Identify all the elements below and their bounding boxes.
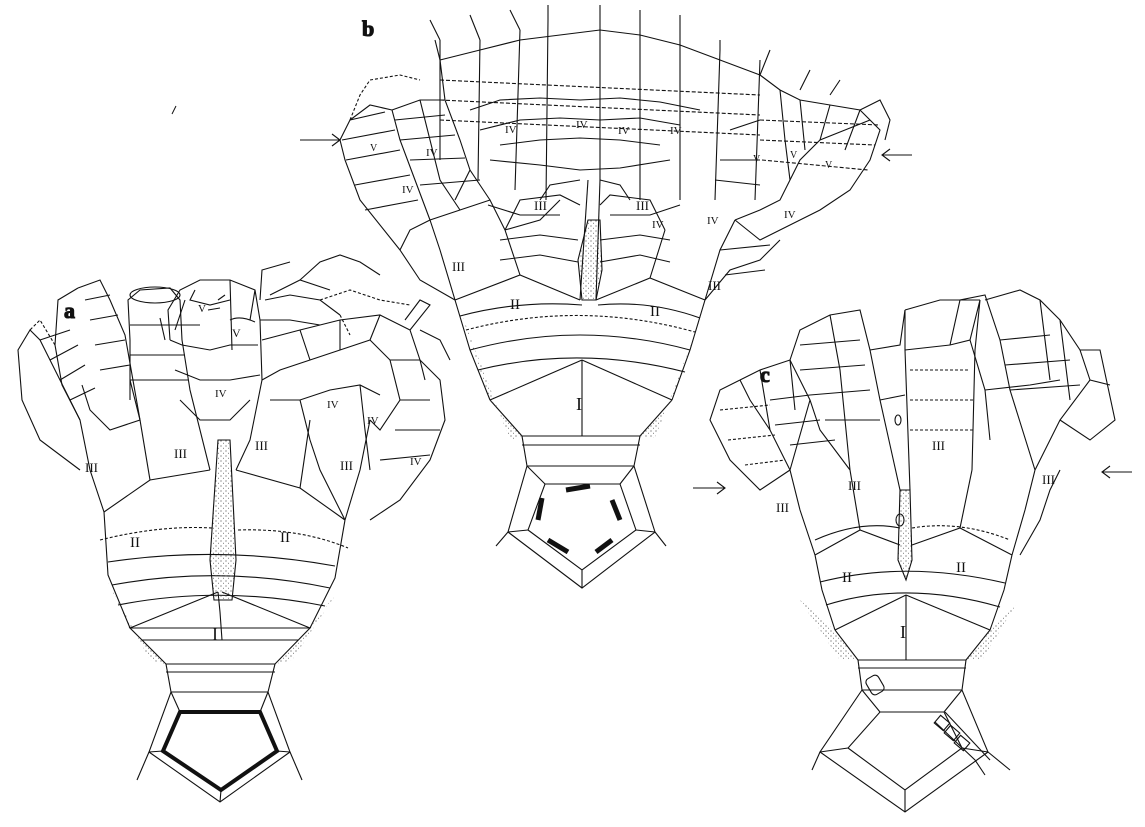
panel-b-label-V-3: V	[790, 150, 798, 161]
panel-b-left-arms	[340, 40, 560, 300]
panel-b-label-IV-8: IV	[707, 215, 719, 227]
panel-c-label-III-1: III	[776, 500, 789, 515]
panel-b-label-III-3: III	[636, 198, 649, 213]
panel-b-label-V-4: V	[825, 160, 833, 171]
panel-c-label-II-right: II	[956, 560, 966, 576]
panel-a-left-arms	[18, 280, 210, 470]
panel-b-label-III-2: III	[534, 198, 547, 213]
panel-c-label-II-left: II	[842, 570, 852, 586]
panel-c-right-arms	[905, 290, 1115, 555]
panel-a-label-II-right: II	[280, 530, 290, 546]
panel-b-label-III-4: III	[708, 278, 721, 293]
panel-b-label-IV-3: IV	[505, 124, 517, 136]
panel-b: b	[300, 5, 912, 588]
panel-c-arrows	[693, 466, 1132, 494]
panel-a-basal-pentagon	[137, 692, 302, 802]
panel-b-label-II-left: II	[510, 297, 520, 313]
panel-b-primibrach	[455, 300, 705, 436]
panel-c-left-arms	[710, 310, 905, 526]
panel-a-label-IV-4: IV	[410, 456, 422, 468]
panel-c-secundibrach	[790, 470, 1035, 555]
panel-c-label-III-3: III	[932, 438, 945, 453]
panel-b-label-IV-5: IV	[618, 125, 630, 137]
panel-b-label-IV-9: IV	[784, 209, 796, 221]
panel-c-label-I: I	[900, 622, 906, 642]
panel-b-label-IV-4: IV	[576, 119, 588, 131]
panel-c-basal-pentagon	[812, 674, 1010, 812]
panel-b-label-V-2: V	[753, 154, 761, 165]
panel-a-label-IV-2: IV	[327, 399, 339, 411]
panel-b-label-V-1: V	[370, 143, 378, 154]
panel-a-label-I: I	[212, 624, 218, 644]
panel-a-label-III-1: III	[85, 460, 98, 475]
panel-b-label-IV-6: IV	[670, 125, 682, 137]
panel-c-plate-labels: I II II III III III III	[776, 438, 1055, 642]
panel-b-label-II-right: II	[650, 304, 660, 320]
panel-a: a	[18, 255, 450, 802]
panel-b-label-IV-7: IV	[652, 219, 664, 231]
panel-a-label-II-left: II	[130, 535, 140, 551]
panel-a-central-arms	[160, 280, 340, 470]
panel-b-label-III-1: III	[452, 259, 465, 274]
panel-c-letter: c	[760, 362, 770, 387]
panel-b-right-arms	[705, 50, 890, 300]
panel-c-label-III-2: III	[848, 478, 861, 493]
panel-a-label-III-3: III	[255, 438, 268, 453]
panel-b-label-IV-2: IV	[426, 147, 438, 159]
panel-a-plate-labels: I II II III III III III IV IV IV IV V V	[85, 303, 422, 644]
panel-a-label-IV-1: IV	[215, 388, 227, 400]
panel-c: c	[693, 290, 1132, 812]
panel-b-basal-pentagon	[496, 466, 666, 588]
panel-a-label-V-1: V	[198, 303, 206, 315]
panel-b-label-IV-1: IV	[402, 184, 414, 196]
panel-b-letter: b	[362, 16, 374, 41]
panel-a-label-IV-3: IV	[367, 415, 379, 427]
panel-c-label-III-4: III	[1042, 472, 1055, 487]
panel-b-label-I: I	[576, 394, 582, 414]
panel-a-letter: a	[64, 298, 75, 323]
panel-a-label-III-2: III	[174, 446, 187, 461]
panel-a-label-III-4: III	[340, 458, 353, 473]
stray-mark	[172, 106, 176, 114]
panel-a-label-V-2: V	[232, 326, 241, 340]
